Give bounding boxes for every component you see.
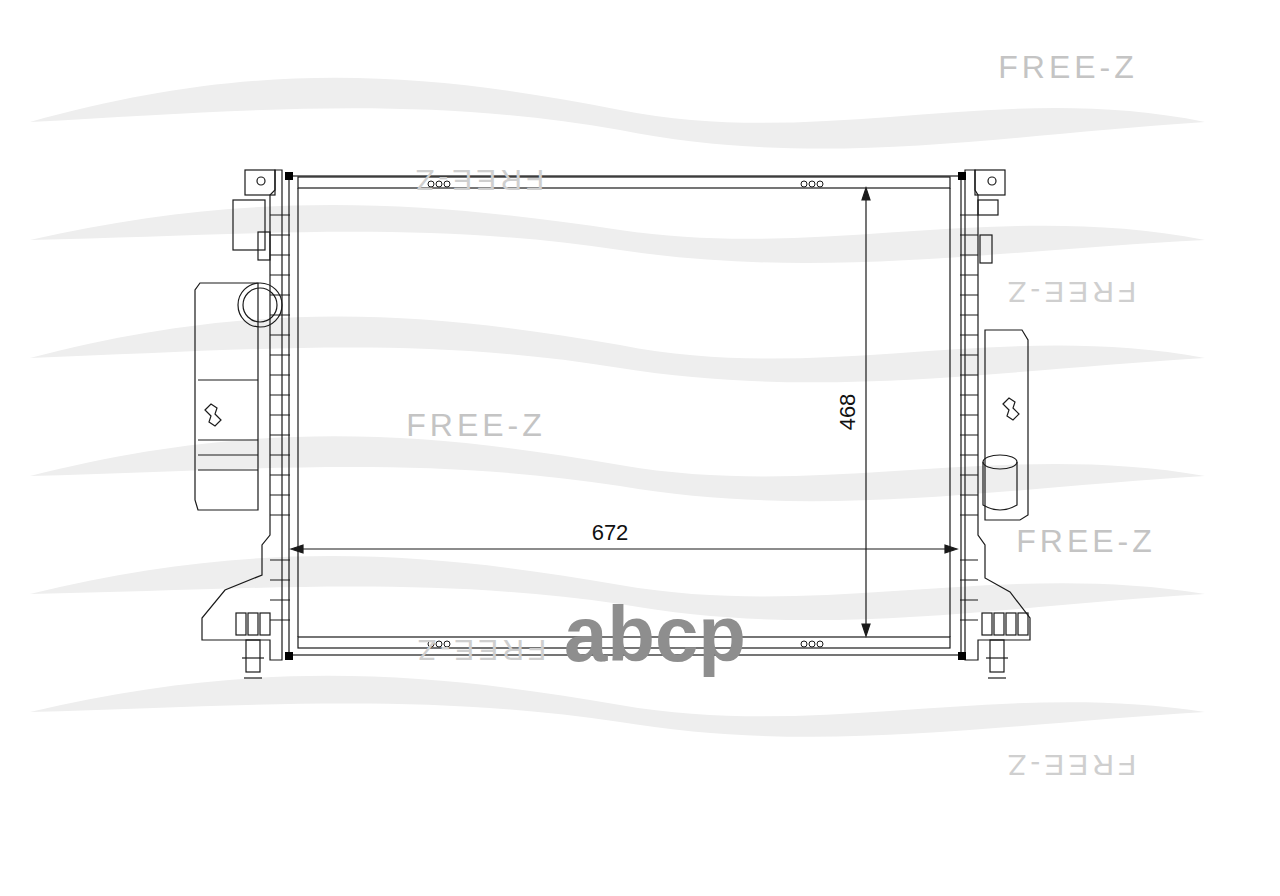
dimension-value: 468 xyxy=(836,391,860,434)
watermark: FREE-Z xyxy=(995,50,1141,84)
watermark: FREE-Z xyxy=(1001,749,1139,781)
radiator-outline xyxy=(195,170,1030,678)
watermark: FREE-Z xyxy=(1001,276,1139,308)
watermark: FREE-Z xyxy=(403,408,549,442)
dimension-value: 672 xyxy=(589,521,632,545)
watermark: FREE-Z xyxy=(409,164,547,196)
corner-markers xyxy=(285,172,966,660)
dimension-lines xyxy=(291,188,957,636)
watermark: FREE-Z xyxy=(1013,524,1159,558)
logo-watermark: abcp xyxy=(561,594,749,674)
watermark: FREE-Z xyxy=(411,634,549,666)
watermark-waves xyxy=(30,78,1205,737)
tank-ribs xyxy=(270,215,978,620)
